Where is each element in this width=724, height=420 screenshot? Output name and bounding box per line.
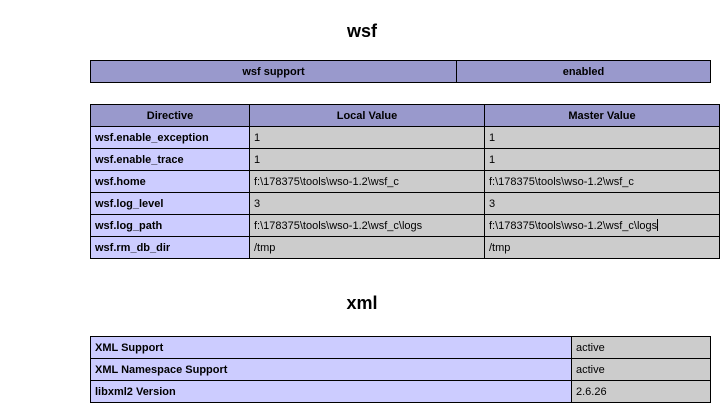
table-row: XML Support active [90, 336, 711, 359]
xml-info-table: XML Support active XML Namespace Support… [90, 336, 711, 403]
wsf-support-table: wsf support enabled [90, 60, 711, 83]
table-row: wsf.log_path f:\178375\tools\wso-1.2\wsf… [90, 214, 720, 237]
column-header-local-value: Local Value [249, 104, 485, 127]
xml-entry-value: 2.6.26 [571, 380, 711, 403]
xml-entry-value: active [571, 336, 711, 359]
wsf-support-status: enabled [456, 60, 711, 83]
table-row: wsf.enable_trace 1 1 [90, 148, 720, 171]
directive-master-value-text: f:\178375\tools\wso-1.2\wsf_c\logs [489, 219, 658, 232]
xml-entry-name: XML Support [90, 336, 572, 359]
column-header-master-value: Master Value [484, 104, 720, 127]
table-row: wsf.enable_exception 1 1 [90, 126, 720, 149]
directive-local-value: 3 [249, 192, 485, 215]
xml-entry-name: libxml2 Version [90, 380, 572, 403]
table-header-row: Directive Local Value Master Value [90, 104, 720, 127]
section-title-wsf: wsf [346, 21, 377, 41]
table-row: wsf.log_level 3 3 [90, 192, 720, 215]
column-header-directive: Directive [90, 104, 250, 127]
directive-master-value: f:\178375\tools\wso-1.2\wsf_c [484, 170, 720, 193]
directive-local-value: 1 [249, 126, 485, 149]
table-row: XML Namespace Support active [90, 358, 711, 381]
table-row: libxml2 Version 2.6.26 [90, 380, 711, 403]
directive-name: wsf.rm_db_dir [90, 236, 250, 259]
section-title-xml: xml [346, 293, 378, 313]
wsf-support-label: wsf support [90, 60, 457, 83]
directive-local-value: 1 [249, 148, 485, 171]
directive-name: wsf.home [90, 170, 250, 193]
xml-entry-value: active [571, 358, 711, 381]
directive-local-value: f:\178375\tools\wso-1.2\wsf_c [249, 170, 485, 193]
directive-name: wsf.log_path [90, 214, 250, 237]
table-row: wsf support enabled [90, 60, 711, 83]
text-cursor-caret [657, 218, 659, 231]
table-row: wsf.home f:\178375\tools\wso-1.2\wsf_c f… [90, 170, 720, 193]
directive-master-value: f:\178375\tools\wso-1.2\wsf_c\logs [484, 214, 720, 237]
directive-master-value: /tmp [484, 236, 720, 259]
directive-name: wsf.enable_trace [90, 148, 250, 171]
directive-local-value: f:\178375\tools\wso-1.2\wsf_c\logs [249, 214, 485, 237]
directive-master-value: 1 [484, 126, 720, 149]
table-row: wsf.rm_db_dir /tmp /tmp [90, 236, 720, 259]
xml-entry-name: XML Namespace Support [90, 358, 572, 381]
directive-local-value: /tmp [249, 236, 485, 259]
wsf-directives-table: Directive Local Value Master Value wsf.e… [90, 104, 720, 259]
directive-master-value: 1 [484, 148, 720, 171]
directive-name: wsf.log_level [90, 192, 250, 215]
directive-name: wsf.enable_exception [90, 126, 250, 149]
directive-master-value: 3 [484, 192, 720, 215]
